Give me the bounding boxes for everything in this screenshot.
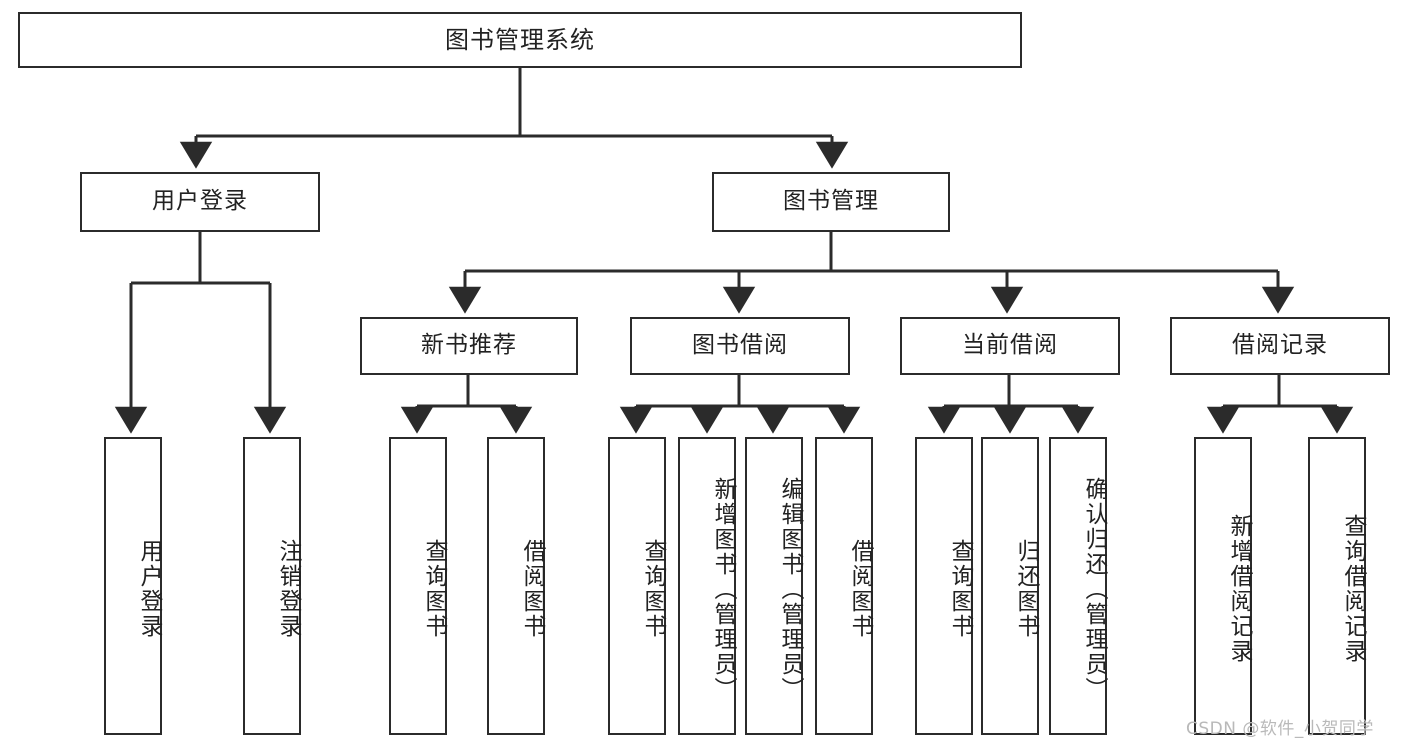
leaf-recommend-query-book[interactable]: 查询图书 [389,437,447,735]
leaf-record-add-record[interactable]: 新增借阅记录 [1194,437,1252,735]
leaf-borrow-edit-book-admin[interactable]: 编辑图书（管理员） [745,437,803,735]
csdn-watermark: CSDN @软件_小贺同学 [1186,719,1374,739]
leaf-user-login-login[interactable]: 用户登录 [104,437,162,735]
leaf-current-return-book[interactable]: 归还图书 [981,437,1039,735]
leaf-borrow-add-book-admin[interactable]: 新增图书（管理员） [678,437,736,735]
node-user-login[interactable]: 用户登录 [80,172,320,232]
leaf-recommend-borrow-book[interactable]: 借阅图书 [487,437,545,735]
node-borrow-record[interactable]: 借阅记录 [1170,317,1390,375]
node-root-system[interactable]: 图书管理系统 [18,12,1022,68]
node-new-book-recommend[interactable]: 新书推荐 [360,317,578,375]
leaf-user-login-logout[interactable]: 注销登录 [243,437,301,735]
leaf-borrow-borrow-book[interactable]: 借阅图书 [815,437,873,735]
node-book-borrow[interactable]: 图书借阅 [630,317,850,375]
leaf-borrow-query-book[interactable]: 查询图书 [608,437,666,735]
leaf-current-query-book[interactable]: 查询图书 [915,437,973,735]
leaf-current-confirm-return-admin[interactable]: 确认归还（管理员） [1049,437,1107,735]
node-current-borrow[interactable]: 当前借阅 [900,317,1120,375]
leaf-record-query-record[interactable]: 查询借阅记录 [1308,437,1366,735]
node-book-management[interactable]: 图书管理 [712,172,950,232]
